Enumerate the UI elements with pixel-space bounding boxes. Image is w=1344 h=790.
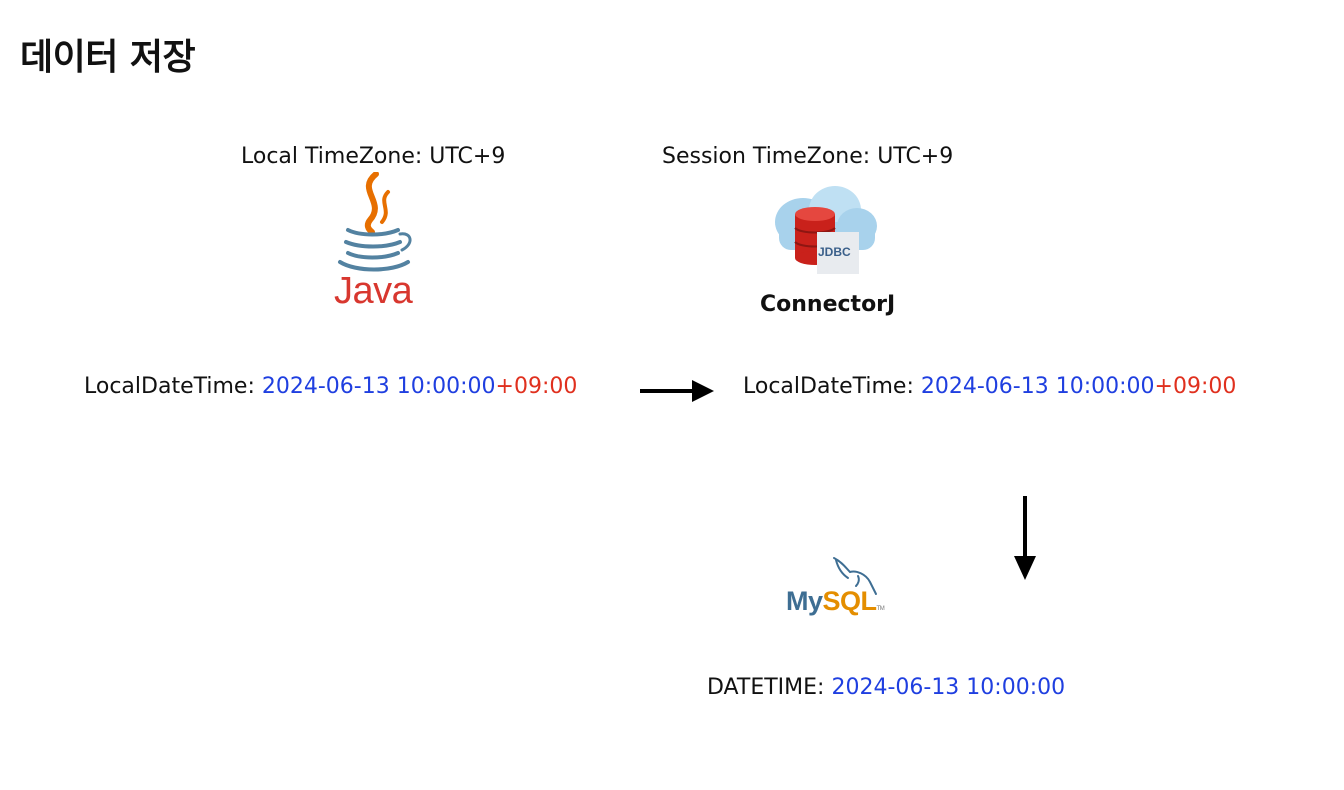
java-logo [326, 172, 422, 318]
value-prefix: LocalDateTime: [743, 374, 921, 399]
offset-text: +09:00 [1154, 374, 1237, 399]
right-arrow-icon [638, 378, 718, 404]
jdbc-logo [773, 184, 879, 278]
down-arrow-icon [1012, 494, 1038, 582]
mysql-dolphin [828, 556, 878, 596]
datetime-text: 2024-06-13 10:00:00 [920, 374, 1155, 399]
mysql-wordmark-my: My [786, 586, 823, 616]
mysql-wordmark: MySQLTM [786, 586, 885, 617]
datetime-text: 2024-06-13 10:00:00 [261, 374, 496, 399]
value-prefix: LocalDateTime: [84, 374, 262, 399]
local-timezone-label: Local TimeZone: UTC+9 [241, 144, 506, 169]
mysql-wordmark-sql: SQL [822, 586, 878, 616]
page-title: 데이터 저장 [20, 37, 196, 78]
jdbc-cloud-database-icon [775, 186, 877, 274]
java-localdatetime-value: LocalDateTime: 2024-06-13 10:00:00+09:00 [84, 374, 577, 399]
session-timezone-label: Session TimeZone: UTC+9 [662, 144, 954, 169]
jdbc-badge-text: JDBC [818, 245, 851, 259]
offset-text: +09:00 [495, 374, 578, 399]
connector-localdatetime-value: LocalDateTime: 2024-06-13 10:00:00+09:00 [743, 374, 1236, 399]
java-coffee-cup-icon [338, 172, 412, 272]
datetime-text: 2024-06-13 10:00:00 [831, 675, 1066, 700]
mysql-trademark: TM [876, 606, 885, 612]
value-prefix: DATETIME: [707, 675, 832, 700]
mysql-datetime-value: DATETIME: 2024-06-13 10:00:00 [707, 675, 1065, 700]
mysql-dolphin-icon [833, 557, 877, 595]
java-wordmark: Java [334, 270, 413, 312]
connector-name: ConnectorJ [760, 292, 896, 317]
